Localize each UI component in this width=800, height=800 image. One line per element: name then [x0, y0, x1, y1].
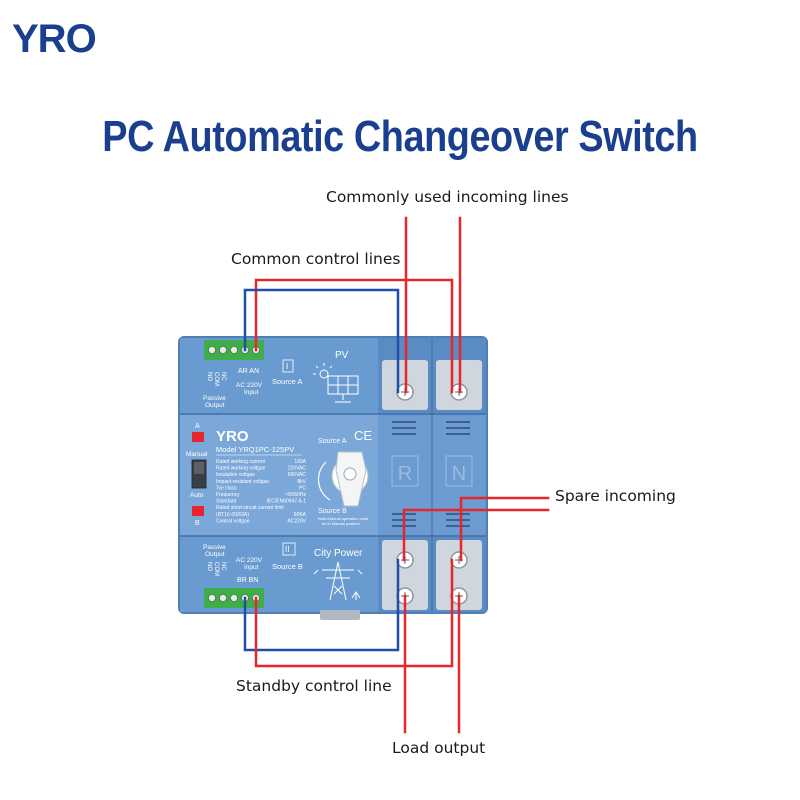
- callout-standby-control: Standby control line: [236, 677, 392, 695]
- spec-value: PC: [299, 485, 306, 491]
- bottom-term-nc: NC: [220, 562, 226, 571]
- bottom-roman: II: [285, 545, 289, 554]
- spec-value: AC220V: [287, 518, 306, 524]
- indicator-a-light: [192, 432, 204, 442]
- page-title: PC Automatic Changeover Switch: [102, 112, 698, 161]
- knob-note-1: Note:Manual operation must: [318, 516, 369, 521]
- knob-note-2: be in Manual position: [322, 521, 360, 526]
- bottom-ac-input-1: AC 220V: [236, 557, 263, 564]
- spec-value: 690VAC: [288, 472, 307, 478]
- spec-value: 100A: [294, 459, 306, 465]
- top-ar-an: AR AN: [238, 368, 259, 375]
- spec-label: Rated short-circuit current limit: [216, 505, 284, 511]
- wires: [243, 216, 550, 734]
- vent-lines: [392, 421, 470, 527]
- pole-letter-n: N: [452, 463, 466, 485]
- spec-value: IEC/EN60947-6-1: [267, 499, 307, 505]
- ce-mark: CE: [354, 428, 372, 443]
- indicator-a: A: [195, 423, 200, 430]
- spec-value: 50KA: [294, 512, 307, 518]
- top-term-com: COM: [213, 372, 219, 386]
- spec-label: Rated working voltgae: [216, 466, 266, 472]
- standby-control-wire-blue: [243, 558, 400, 652]
- spare-incoming-wire-n: [459, 496, 550, 562]
- spec-label: Impact-resistant voltgae: [216, 479, 269, 485]
- spec-label: Rated working current: [216, 459, 266, 465]
- bottom-source-name: City Power: [314, 548, 363, 559]
- indicator-b: B: [195, 520, 200, 527]
- spec-value: 220VAC: [288, 466, 307, 472]
- brand-logo-text: YRO: [12, 17, 96, 61]
- top-term-nc: NC: [220, 372, 226, 381]
- top-source: Source A: [272, 377, 302, 386]
- spec-label: Insulation voltgae: [216, 472, 255, 478]
- rotate-arrow-icon: [317, 461, 331, 501]
- device-model: Model YRQ1PC-125PV: [216, 445, 294, 454]
- bottom-term-com: COM: [213, 562, 219, 576]
- top-passive-output-2: Output: [205, 402, 225, 409]
- standby-control-wire-red: [254, 558, 454, 668]
- device-brand: YRO: [216, 428, 249, 445]
- top-roman: I: [286, 362, 288, 371]
- top-ac-input-1: AC 220V: [236, 382, 263, 389]
- rotary-handle[interactable]: [331, 451, 369, 507]
- callout-common-control: Common control lines: [231, 250, 401, 268]
- bottom-source: Source B: [272, 562, 303, 571]
- spare-incoming-wire-r: [402, 508, 550, 562]
- din-clip: [320, 610, 360, 620]
- spec-label: Control voltgae: [216, 518, 250, 524]
- top-passive-output-1: Passive: [203, 395, 226, 402]
- pole-letter-r: R: [398, 463, 412, 485]
- top-source-name: PV: [335, 350, 349, 361]
- callout-load-output: Load output: [392, 739, 486, 757]
- bottom-ac-input-2: Input: [244, 564, 259, 571]
- common-control-wire-blue: [243, 288, 400, 394]
- top-ac-input-2: Input: [244, 389, 259, 396]
- solar-panel-icon: [313, 363, 359, 403]
- bottom-passive-output-2: Output: [205, 551, 225, 558]
- spec-label: Frequency: [216, 492, 240, 498]
- common-control-wire-red: [254, 278, 454, 394]
- spec-table: Rated working current 100A Rated working v…: [216, 459, 307, 524]
- bottom-control-terminal: [204, 588, 264, 608]
- bottom-pole-terminals: [382, 540, 482, 610]
- mode-auto: Auto: [190, 492, 204, 499]
- power-tower-icon: [313, 561, 363, 601]
- bottom-br-bn: BR BN: [237, 577, 258, 584]
- mode-manual: Manual: [186, 451, 208, 458]
- brand-logo: YRO: [12, 17, 97, 61]
- callout-commonly-used-incoming: Commonly used incoming lines: [326, 188, 569, 206]
- spec-value: ~50/60Hz: [284, 492, 306, 498]
- indicator-b-light: [192, 506, 204, 516]
- spec-value: 8kV: [297, 479, 306, 485]
- knob-source-a: Source A: [318, 438, 347, 445]
- spec-label: (RT16-00/63A): [216, 512, 249, 518]
- top-term-no: NO: [206, 372, 212, 381]
- spec-label: Standard: [216, 499, 237, 505]
- spec-label: Tse class: [216, 485, 237, 491]
- bottom-passive-output-1: Passive: [203, 544, 226, 551]
- callout-spare-incoming: Spare incoming: [555, 487, 676, 505]
- bottom-term-no: NO: [206, 562, 212, 571]
- knob-source-b: Source B: [318, 508, 347, 515]
